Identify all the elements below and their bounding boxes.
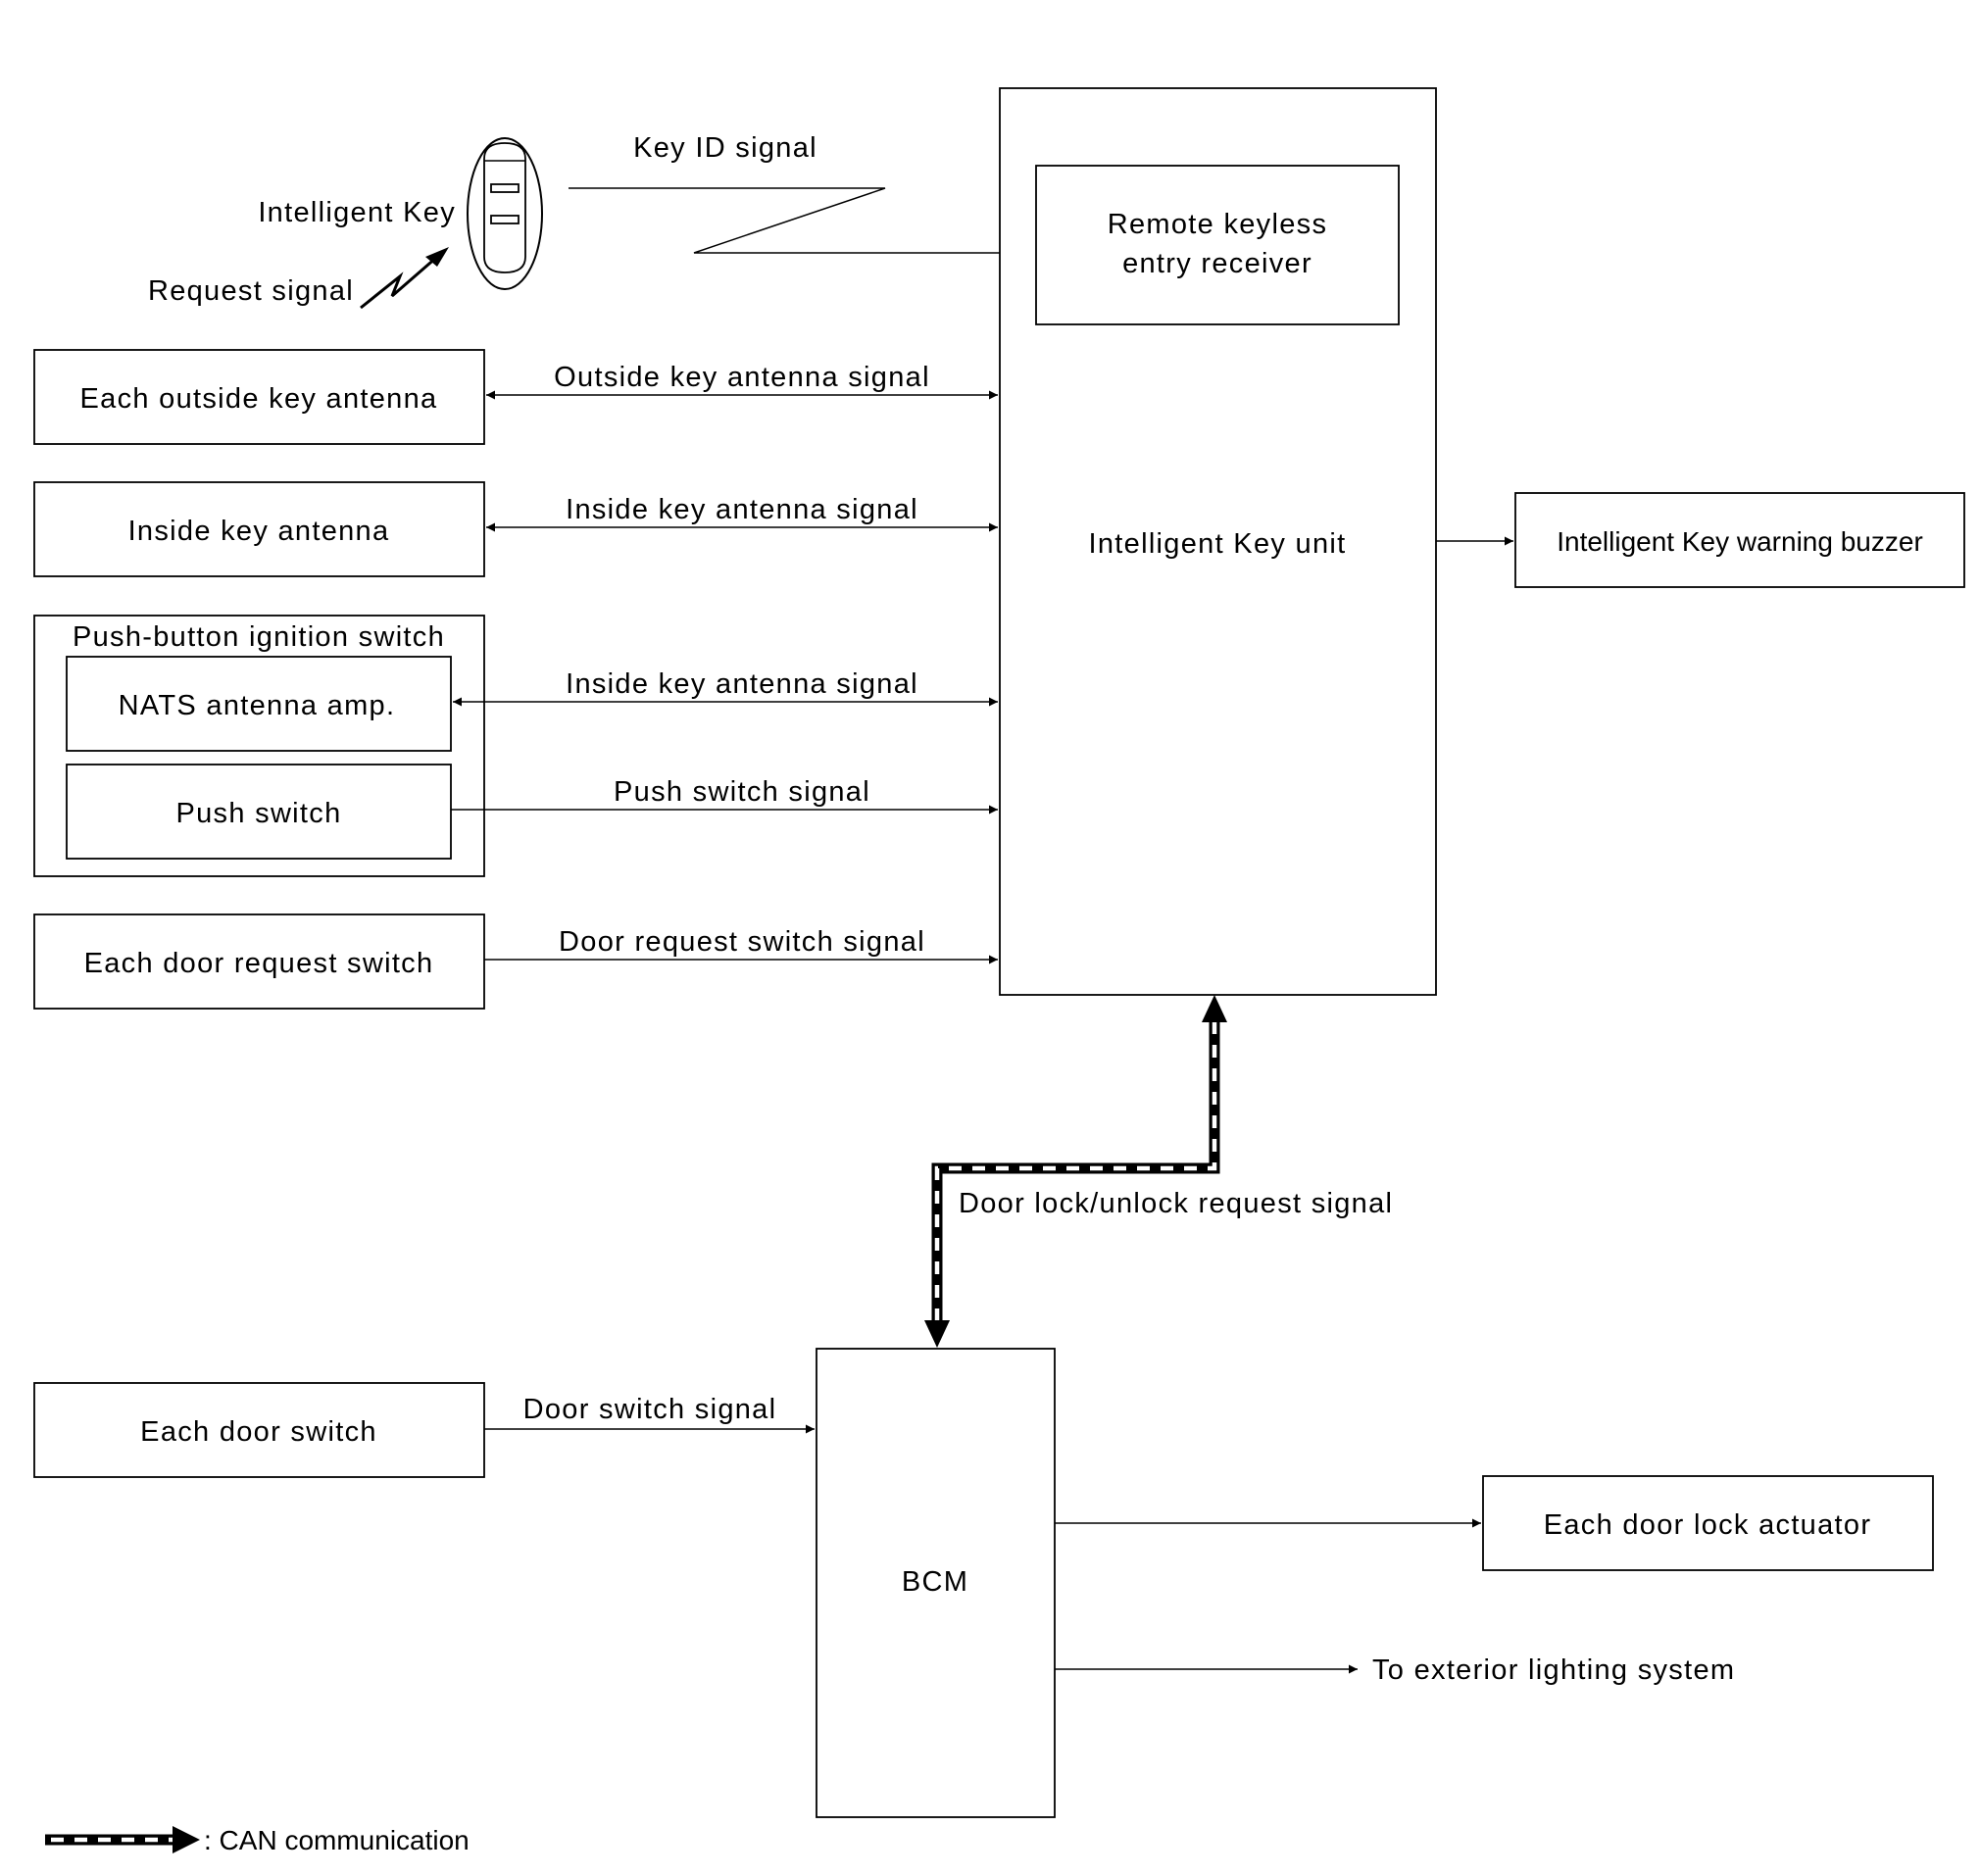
door-lock-actuator-label: Each door lock actuator bbox=[1544, 1509, 1872, 1541]
bcm-box bbox=[816, 1348, 1056, 1818]
outside-key-antenna-box bbox=[33, 349, 485, 445]
intelligent-key-icon bbox=[467, 137, 543, 290]
push-button-ignition-label: Push-button ignition switch bbox=[73, 621, 445, 653]
intelligent-key-unit-label: Intelligent Key unit bbox=[1089, 528, 1347, 560]
nats-antenna-amp-box bbox=[66, 656, 452, 752]
door-request-switch-box bbox=[33, 913, 485, 1010]
inside-key-antenna-box bbox=[33, 481, 485, 577]
door-switch-box bbox=[33, 1382, 485, 1478]
warning-buzzer-box bbox=[1514, 492, 1965, 588]
remote-keyless-receiver-box bbox=[1035, 165, 1400, 325]
door-request-switch-signal: Door request switch signal bbox=[559, 926, 925, 958]
key-id-signal-path bbox=[569, 187, 1034, 258]
inside-key-antenna-signal: Inside key antenna signal bbox=[566, 494, 918, 525]
push-switch-label: Push switch bbox=[175, 798, 341, 829]
nats-antenna-amp-label: NATS antenna amp. bbox=[119, 690, 396, 721]
intelligent-key-label: Intelligent Key bbox=[258, 197, 456, 228]
exterior-lighting-label: To exterior lighting system bbox=[1372, 1654, 1735, 1686]
key-id-signal-label: Key ID signal bbox=[633, 132, 817, 164]
door-switch-label: Each door switch bbox=[140, 1416, 377, 1448]
bcm-label: BCM bbox=[902, 1566, 968, 1598]
can-legend-icon bbox=[45, 1826, 200, 1853]
door-request-switch-label: Each door request switch bbox=[84, 948, 434, 979]
outside-key-antenna-signal: Outside key antenna signal bbox=[554, 362, 930, 393]
inside-key-antenna-label: Inside key antenna bbox=[128, 516, 390, 547]
can-link-label: Door lock/unlock request signal bbox=[959, 1188, 1393, 1219]
warning-buzzer-label: Intelligent Key warning buzzer bbox=[1557, 526, 1923, 557]
push-switch-box bbox=[66, 764, 452, 860]
door-lock-actuator-box bbox=[1482, 1475, 1934, 1571]
door-switch-signal: Door switch signal bbox=[523, 1394, 777, 1425]
receiver-line2: entry receiver bbox=[1122, 248, 1312, 279]
push-switch-signal: Push switch signal bbox=[614, 776, 870, 808]
request-signal-zigzag-icon bbox=[360, 247, 449, 310]
nats-antenna-signal: Inside key antenna signal bbox=[566, 668, 918, 700]
can-communication-link bbox=[924, 995, 1227, 1348]
request-signal-label: Request signal bbox=[148, 275, 354, 307]
receiver-line1: Remote keyless bbox=[1108, 209, 1328, 240]
can-legend-label: : CAN communication bbox=[204, 1825, 470, 1855]
outside-key-antenna-label: Each outside key antenna bbox=[80, 383, 438, 415]
